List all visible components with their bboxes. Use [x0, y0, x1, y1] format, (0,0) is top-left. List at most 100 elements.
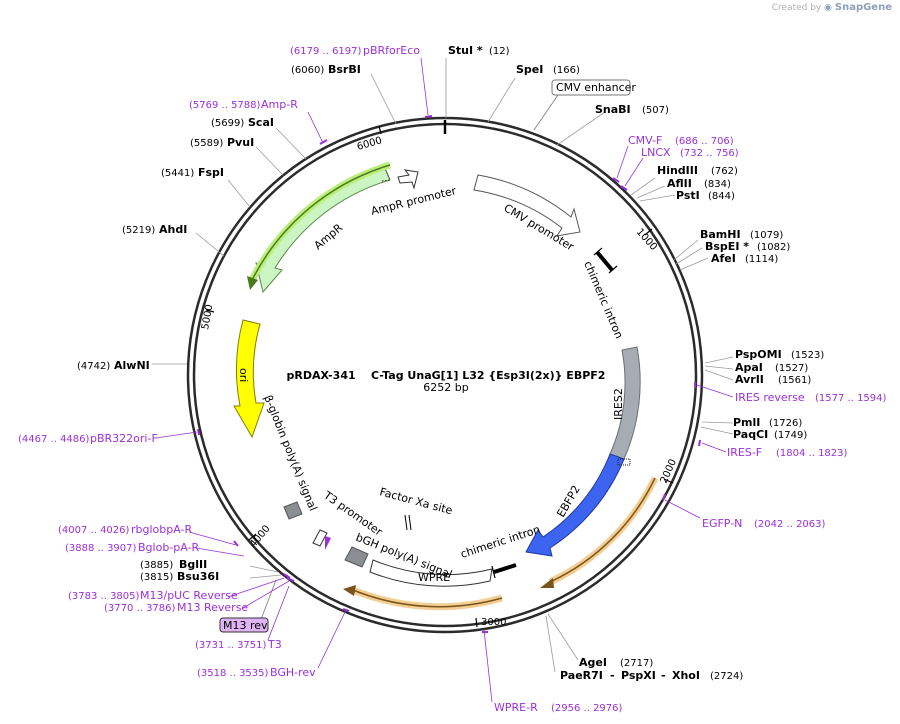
enzyme-pos: (12): [489, 46, 510, 57]
enzyme-pos: (1561): [778, 375, 811, 386]
tick-4000: [248, 533, 257, 541]
primer-cmv-f[interactable]: CMV-F (686 .. 706): [628, 134, 734, 147]
enzyme-bspei[interactable]: BspEI * (1082): [705, 240, 790, 253]
enzyme-bamhi[interactable]: BamHI (1079): [700, 228, 783, 241]
enzyme-pos: (1726): [769, 418, 802, 429]
snapgene-credit[interactable]: Created by ◉ SnapGene: [772, 2, 892, 13]
primer-pos: (4007 .. 4026): [58, 525, 130, 536]
enzyme-pos: (6060): [291, 65, 324, 76]
feature-orf-orange-bottom[interactable]: [343, 585, 503, 611]
primer-name: rbglobpA-R: [131, 523, 192, 536]
primer-bgh-rev[interactable]: (3518 .. 3535) BGH-rev: [197, 666, 316, 679]
feature-wpre[interactable]: WPRE: [369, 559, 493, 587]
enzyme-sep2: -: [661, 669, 666, 682]
feature-label-cmv-enhancer: CMV enhancer: [556, 81, 636, 94]
feature-label-factor-xa: Factor Xa site: [378, 485, 454, 517]
enzyme-name: ScaI: [248, 116, 274, 129]
credit-brand: SnapGene: [834, 2, 892, 13]
feature-m13-rev[interactable]: M13 rev: [219, 579, 277, 633]
enzyme-pos: (3885): [140, 560, 173, 571]
primer-pos: (6179 .. 6197): [290, 46, 362, 57]
primer-pbrforeco[interactable]: (6179 .. 6197) pBRforEco: [290, 44, 420, 57]
ampr-hatch: [377, 165, 391, 182]
enzyme-snabi[interactable]: SnaBI (507): [595, 103, 669, 116]
primer-pos: (1804 .. 1823): [776, 448, 848, 459]
enzyme-bsu36i[interactable]: (3815) Bsu36I: [140, 570, 219, 583]
enzyme-fspi[interactable]: (5441) FspI: [161, 166, 224, 179]
feature-bgh-polya-box[interactable]: [344, 546, 369, 568]
tick-5000: [205, 309, 215, 313]
primer-pos: (3518 .. 3535): [197, 668, 269, 679]
primer-egfp-n[interactable]: EGFP-N (2042 .. 2063): [702, 517, 826, 530]
primer-pbr322ori-f[interactable]: (4467 .. 4486) pBR322ori-F: [18, 432, 158, 445]
enzyme-sep1: -: [610, 669, 615, 682]
feature-t3-promoter[interactable]: [312, 529, 331, 550]
primer-m13-reverse[interactable]: (3770 .. 3786) M13 Reverse: [104, 601, 248, 614]
enzyme-paqci[interactable]: PaqCI (1749): [733, 428, 807, 441]
feature-factor-xa[interactable]: [404, 514, 412, 531]
primer-wpre-r[interactable]: WPRE-R (2956 .. 2976): [494, 701, 623, 714]
primer-leader-lines: [155, 57, 734, 703]
enzyme-bsrbi[interactable]: (6060) BsrBI: [291, 63, 361, 76]
enzyme-pvui[interactable]: (5589) PvuI: [190, 136, 254, 149]
enzyme-mid: PspXI: [621, 669, 656, 682]
enzyme-apai[interactable]: ApaI (1527): [735, 361, 808, 374]
primer-rbglobpa-r[interactable]: (4007 .. 4026) rbglobpA-R: [58, 523, 192, 536]
enzyme-scai[interactable]: (5699) ScaI: [211, 116, 274, 129]
enzyme-afei[interactable]: AfeI (1114): [711, 252, 778, 265]
enzyme-paer7i-pspxi-xhoi[interactable]: PaeR7I - PspXI - XhoI (2724): [560, 669, 743, 682]
primer-m13-puc-reverse[interactable]: (3783 .. 3805) M13/pUC Reverse: [68, 589, 238, 602]
primer-name: M13 Reverse: [177, 601, 248, 614]
feature-orf-orange-right[interactable]: [540, 476, 659, 588]
enzyme-stui[interactable]: StuI * (12): [448, 44, 510, 57]
enzyme-aflii[interactable]: AflII (834): [667, 177, 731, 190]
backbone: [186, 116, 704, 634]
feature-ires2[interactable]: IRES2: [609, 346, 641, 460]
primer-name: WPRE-R: [494, 701, 538, 714]
enzyme-alwni[interactable]: (4742) AlwNI: [77, 359, 150, 372]
enzyme-spei[interactable]: SpeI (166): [516, 63, 580, 76]
primer-name: pBR322ori-F: [90, 432, 158, 445]
enzyme-name: SpeI: [516, 63, 543, 76]
feature-ampr[interactable]: AmpR: [255, 165, 391, 294]
primer-name: LNCX: [641, 146, 671, 159]
primer-name: IRES reverse: [735, 391, 805, 404]
feature-ampr-orf[interactable]: [247, 161, 392, 290]
primer-pos: (3888 .. 3907): [65, 543, 137, 554]
tick-6000: [378, 125, 382, 135]
primer-bglob-pa-r[interactable]: (3888 .. 3907) Bglob-pA-R: [65, 541, 200, 554]
enzyme-name: Bsu36I: [177, 570, 219, 583]
primer-ires-reverse[interactable]: IRES reverse (1577 .. 1594): [735, 391, 887, 404]
enzyme-pspomi[interactable]: PspOMI (1523): [735, 348, 824, 361]
tick-3000: [475, 617, 478, 628]
primer-t3[interactable]: (3731 .. 3751) T3: [195, 638, 282, 651]
enzyme-pos: (1079): [750, 230, 783, 241]
primer-pos: (732 .. 756): [680, 148, 739, 159]
enzyme-agei[interactable]: AgeI (2717): [579, 656, 653, 669]
enzyme-psti[interactable]: PstI (844): [676, 189, 735, 202]
enzyme-name: PaqCI: [733, 428, 768, 441]
enzyme-hindiii[interactable]: HindIII (762): [657, 164, 738, 177]
enzyme-pmli[interactable]: PmlI (1726): [733, 416, 802, 429]
feature-cmv-promoter[interactable]: CMV promoter: [473, 174, 581, 254]
primer-name: pBRforEco: [363, 44, 420, 57]
feature-cmv-enhancer[interactable]: CMV enhancer: [533, 79, 636, 131]
primer-pos: (3770 .. 3786): [104, 603, 176, 614]
feature-ori[interactable]: ori: [233, 319, 265, 439]
ebfp2-hatch: [617, 458, 631, 466]
enzyme-last: XhoI: [672, 669, 700, 682]
enzyme-pos: (5441): [161, 168, 194, 179]
primer-amp-r[interactable]: (5769 .. 5788) Amp-R: [189, 98, 298, 111]
tick-label-3000: 3000: [481, 617, 506, 628]
enzyme-name: AhdI: [159, 223, 187, 236]
tick-2000: [663, 478, 674, 484]
primer-ires-f[interactable]: IRES-F (1804 .. 1823): [727, 446, 848, 459]
feature-bglobin-polya-box[interactable]: [283, 501, 303, 520]
enzyme-pos: (5699): [211, 118, 244, 129]
enzyme-ahdi[interactable]: (5219) AhdI: [122, 223, 187, 236]
primer-lncx[interactable]: LNCX (732 .. 756): [641, 146, 739, 159]
feature-chimeric-intron-top[interactable]: chimeric intron: [581, 247, 626, 341]
enzyme-avrii[interactable]: AvrII (1561): [735, 373, 811, 386]
enzyme-bglii[interactable]: (3885) BglII: [140, 558, 207, 571]
